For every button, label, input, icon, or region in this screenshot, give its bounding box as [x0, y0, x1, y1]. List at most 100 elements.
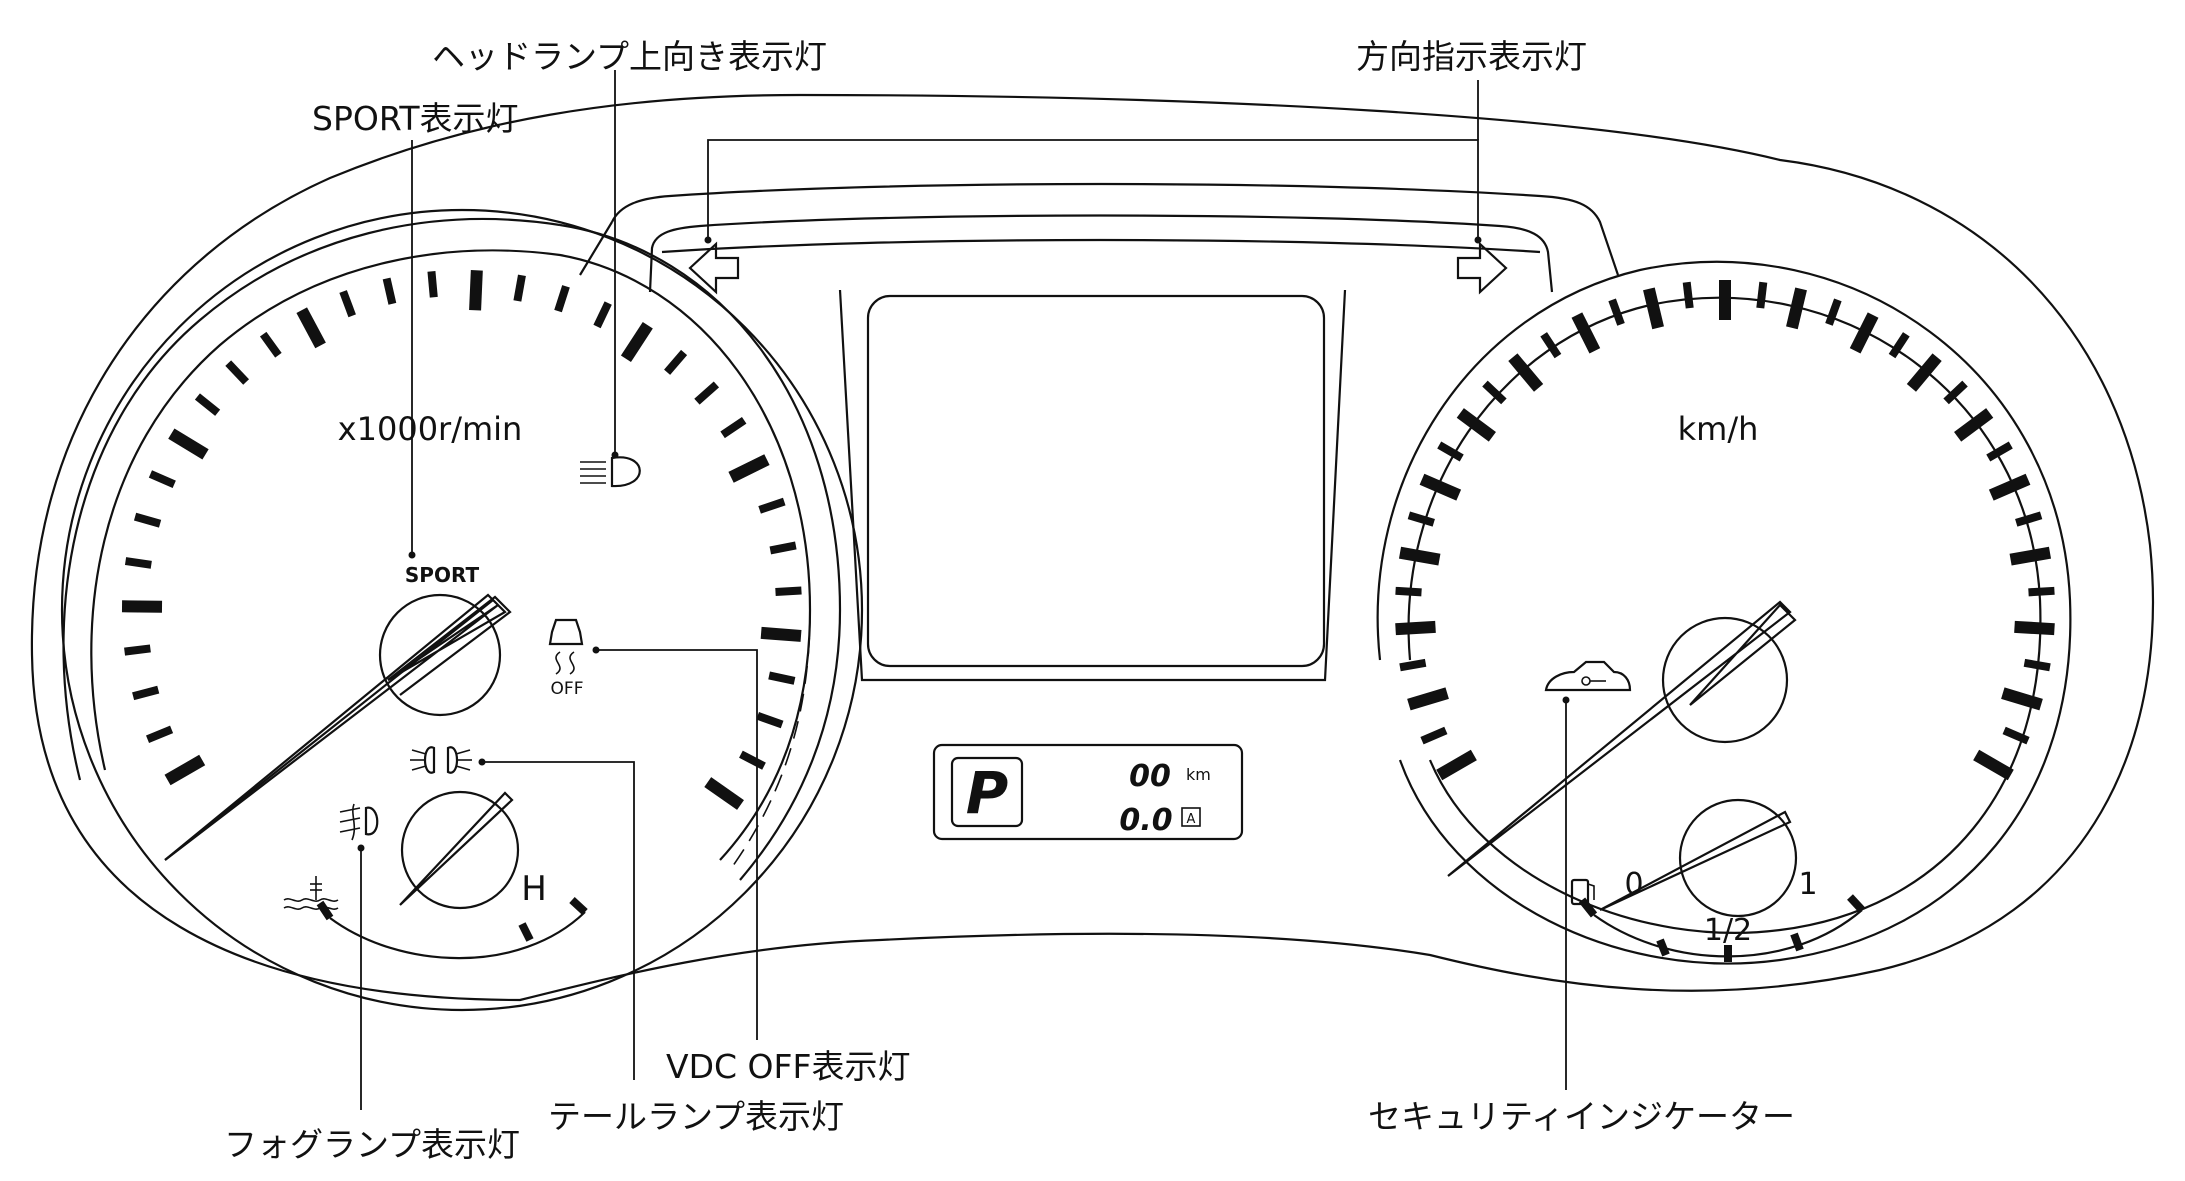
tach-tick: [664, 349, 688, 375]
tach-tick: [124, 644, 151, 656]
speed-tick: [1608, 298, 1625, 326]
center-column: [838, 289, 1347, 682]
callout-high-beam: ヘッドランプ上向き表示灯: [432, 37, 827, 76]
speed-tick: [1419, 473, 1462, 501]
speed-tick: [2028, 586, 2055, 597]
tach-tick: [382, 277, 397, 305]
tach-tick: [775, 586, 802, 597]
tach-tick: [756, 712, 784, 729]
speed-tick: [1437, 441, 1464, 462]
sport-mark: SPORT: [405, 563, 480, 587]
speed-needle: [1447, 600, 1797, 877]
coolant-temp-icon: [283, 876, 339, 910]
speed-tick: [1420, 726, 1448, 745]
tach-tick: [720, 417, 747, 439]
speed-tick: [1825, 298, 1842, 326]
speed-tick: [1888, 332, 1910, 359]
tach-tick: [168, 428, 209, 460]
speed-tick: [1988, 473, 2031, 501]
tach-tick: [694, 381, 720, 405]
speed-tick: [1436, 749, 1477, 781]
tach-tick: [728, 454, 770, 483]
temp-hot-label: H: [521, 869, 547, 909]
center-hood: [579, 182, 1620, 295]
speed-tick: [1756, 281, 1768, 309]
security-car-icon: [1544, 660, 1632, 692]
tach-tick: [513, 274, 526, 302]
tach-tick: [554, 285, 570, 313]
speed-tick: [1786, 287, 1807, 330]
tach-tick: [164, 754, 206, 786]
speed-tick: [1682, 281, 1694, 309]
tach-tick: [758, 497, 786, 514]
callout-vdc-off: VDC OFF表示灯: [666, 1047, 910, 1086]
speed-tick: [1986, 441, 2013, 462]
tach-tick: [146, 725, 174, 743]
tach-tick: [259, 331, 282, 358]
tachometer: x1000r/min SPORT OFF: [60, 208, 864, 1012]
speed-tick: [1954, 408, 1994, 442]
fuel-empty-label: 0: [1624, 867, 1643, 902]
speed-tick: [2009, 546, 2052, 566]
speed-tick: [2001, 687, 2043, 711]
tach-tick: [469, 270, 483, 311]
speed-unit-label: km/h: [1678, 410, 1759, 448]
callout-security: セキュリティインジケーター: [1368, 1097, 1795, 1136]
turn-right-arrow-icon: [1456, 241, 1508, 295]
gear-indicator: P: [966, 759, 1009, 827]
odo-display: P 00 km 0.0 A: [932, 743, 1244, 841]
tach-tick: [760, 626, 802, 642]
speed-tick: [2015, 511, 2043, 527]
vdc-off-icon: OFF: [548, 618, 584, 699]
temp-gauge: H: [283, 790, 588, 960]
speed-tick: [1395, 620, 1436, 636]
speed-tick: [1508, 353, 1544, 392]
tach-tick: [225, 360, 250, 385]
tach-tick: [194, 393, 221, 416]
tach-tick: [296, 307, 326, 349]
speed-tick: [1643, 287, 1664, 330]
tach-tick: [124, 557, 152, 569]
speed-tick: [1399, 658, 1427, 672]
tach-tick: [133, 512, 162, 528]
callout-leaders: [357, 70, 1570, 1110]
speed-tick: [1482, 380, 1507, 405]
speedometer: km/h 0 1/2 1: [1376, 260, 2072, 965]
info-screen: [866, 294, 1326, 668]
tach-unit-label: x1000r/min: [338, 410, 523, 448]
trip-value: 0.0: [1119, 803, 1172, 838]
tach-tick: [704, 777, 744, 810]
speed-tick: [2002, 726, 2030, 745]
tach-tick: [593, 301, 612, 329]
tach-tick: [339, 290, 356, 318]
callout-sport: SPORT表示灯: [312, 99, 519, 138]
tach-tick: [620, 321, 653, 363]
tach-tick: [148, 470, 176, 488]
speed-tick: [1943, 380, 1968, 405]
fog-lamp-icon: [339, 803, 379, 841]
fuel-pump-icon: [1570, 878, 1595, 906]
vdc-off-mark: OFF: [551, 679, 584, 699]
speed-tick: [1973, 749, 2014, 781]
callout-labels: ヘッドランプ上向き表示灯 方向指示表示灯 SPORT表示灯 VDC OFF表示灯…: [224, 37, 1795, 1164]
callout-fog-lamp: フォグランプ表示灯: [224, 1125, 520, 1164]
cluster-housing: [30, 93, 2154, 1002]
speed-tick: [1407, 511, 1435, 527]
callout-turn-signal: 方向指示表示灯: [1356, 37, 1587, 76]
tach-tick: [132, 685, 160, 701]
speed-tick: [1407, 687, 1449, 711]
speed-tick: [1540, 332, 1562, 359]
fuel-gauge: 0 1/2 1: [1570, 798, 1865, 962]
trip-mark: A: [1187, 812, 1196, 827]
speed-tick: [1906, 353, 1942, 392]
speed-tick: [1849, 312, 1879, 354]
speed-tick: [2023, 658, 2051, 672]
tach-tick: [768, 671, 796, 685]
speed-tick: [1571, 312, 1601, 354]
tach-tick: [427, 271, 438, 298]
odo-value: 00: [1129, 759, 1171, 794]
callout-tail-lamp: テールランプ表示灯: [548, 1097, 844, 1136]
speed-tick: [1395, 586, 1422, 597]
odo-unit: km: [1186, 765, 1211, 784]
